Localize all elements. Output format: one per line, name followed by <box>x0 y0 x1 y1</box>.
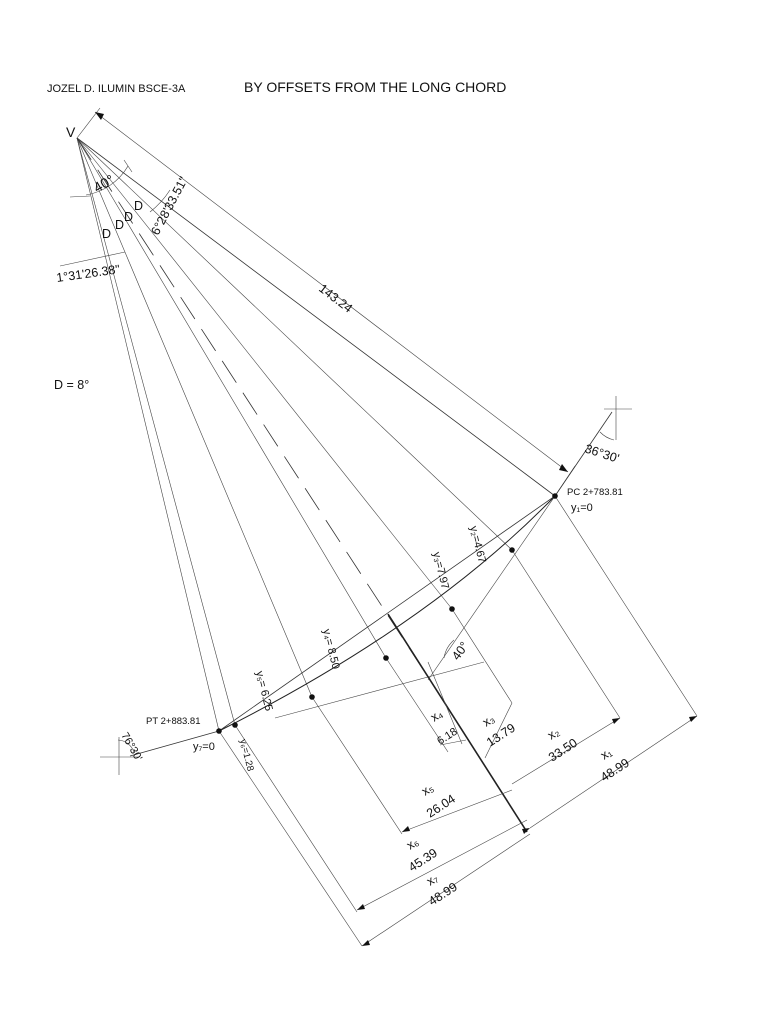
pt-point <box>216 728 222 734</box>
angle-tick-right <box>123 159 133 173</box>
vertex-label: V <box>66 124 76 140</box>
distance-symbol-x4: x₄ <box>428 707 445 725</box>
pc-bearing-arc <box>599 431 615 441</box>
distance-symbol-x3: x₃ <box>480 712 497 730</box>
intersection-angle-label: 40° <box>91 171 117 195</box>
radial-line-6 <box>76 137 236 726</box>
offset-label-y4: y₄= 8.50 <box>320 628 342 671</box>
middle-ordinate-axis <box>387 613 528 833</box>
d-label-2: D <box>124 210 133 224</box>
diagram-title: BY OFFSETS FROM THE LONG CHORD <box>244 79 506 95</box>
pt-bearing-arc <box>117 739 135 753</box>
small-angle-label: 1°31'26.38" <box>55 262 120 285</box>
curve-point-5 <box>309 694 315 700</box>
pc-point <box>552 493 558 499</box>
intersection-angle-arc <box>85 165 129 196</box>
pt-tangent-extension <box>129 730 220 757</box>
distance-symbol-x5: x₅ <box>419 781 436 799</box>
deflection-angle-label: 6°28'33.51" <box>148 174 190 237</box>
radial-line-2 <box>76 137 513 551</box>
curve-point-2 <box>509 547 515 553</box>
offset-label-y1: y₁=0 <box>571 502 593 514</box>
angle-reference-line <box>274 661 485 719</box>
projection-lines <box>218 495 698 947</box>
radial-line-5 <box>76 137 313 698</box>
curve-points <box>216 493 558 734</box>
author-label: JOZEL D. ILUMIN BSCE-3A <box>47 83 186 95</box>
offset-label-y5: y₅= 6.25 <box>253 670 275 713</box>
curve-point-3 <box>449 606 455 612</box>
bisector-line <box>76 137 429 678</box>
pc-bearing-label: 36°30' <box>583 442 621 466</box>
distance-symbol-x2: x₂ <box>545 725 562 743</box>
circular-curve <box>218 495 556 732</box>
chord-to-midpoint <box>427 495 556 681</box>
pc-tangent-extension <box>554 411 613 497</box>
tangent-dimension-line <box>94 111 569 473</box>
d-label-4: D <box>102 227 111 241</box>
tangent-length-label: 143.24 <box>316 281 355 315</box>
small-angle-leader <box>59 251 126 267</box>
radial-line-4 <box>76 137 387 659</box>
degree-of-curve-label: D = 8° <box>54 378 89 392</box>
distance-symbol-x7: x₇ <box>424 871 440 888</box>
radial-line-3 <box>76 137 453 610</box>
curve-point-6 <box>232 722 238 728</box>
angle-tick-left <box>69 195 91 198</box>
chord-angle-label: 40° <box>449 639 471 663</box>
pc-station-label: PC 2+783.81 <box>567 487 623 498</box>
distance-symbol-x6: x₆ <box>404 835 421 853</box>
distance-symbol-x1: x₁ <box>598 745 614 762</box>
radial-line-pt <box>76 137 220 732</box>
offset-label-y7: y₇=0 <box>193 741 215 753</box>
d-label-1: D <box>134 199 143 213</box>
pt-bearing-label: 76°30' <box>118 731 144 764</box>
pt-station-label: PT 2+883.81 <box>146 716 201 727</box>
offset-label-y6: y₆=1.28 <box>237 738 256 772</box>
radial-lines <box>76 137 556 732</box>
curve-point-4 <box>383 655 389 661</box>
chord-angle-arc <box>443 639 455 659</box>
arrowheads <box>95 112 697 946</box>
long-chord <box>218 495 556 732</box>
d-label-3: D <box>115 218 124 232</box>
offset-label-y2: y₂=4.67 <box>467 525 488 564</box>
distance-dimension-lines <box>356 702 698 947</box>
deflection-angle-arc <box>149 189 171 213</box>
radial-line-pc <box>76 137 556 497</box>
